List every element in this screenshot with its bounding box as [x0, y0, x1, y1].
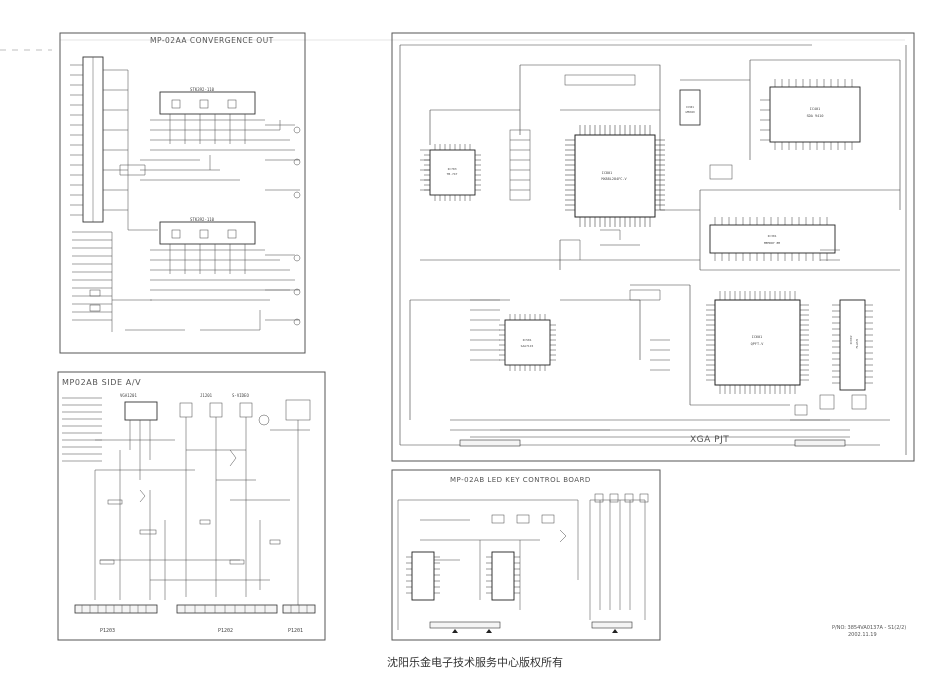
chip-ic501-part: SAA7115	[521, 344, 534, 348]
chip-ic602-part: FLASH	[855, 339, 859, 348]
side-av-sublabel-jack: J1201	[200, 393, 213, 398]
chip-ic401-part: SDA 9410	[807, 114, 824, 118]
chip-ic901-name: IC901	[686, 105, 694, 109]
copyright-footer: 沈阳乐金电子技术服务中心版权所有	[387, 656, 563, 669]
chip-ic703-name: IC703	[447, 167, 456, 171]
chip-ic301-name: IC301	[767, 234, 776, 238]
led-key-panel: MP-02AB LED KEY CONTROL BOARD	[391, 469, 661, 641]
part-number: P/NO: 3854VA0137A - S1(2/2)	[832, 625, 906, 631]
chip-ic801-name: IC801	[602, 171, 613, 175]
side-av-sublabel-svideo: S-VIDEO	[232, 393, 249, 398]
led-key-title: MP-02AB LED KEY CONTROL BOARD	[450, 476, 591, 484]
chip-ic703-part: TB-747	[447, 172, 458, 176]
chip-ic801-part: MX88L284FC-V	[601, 177, 627, 181]
side-av-panel: MP02AB SIDE A/V VGA1201 J1201 S-VIDEO	[57, 371, 326, 641]
chip-ic401-name: IC401	[810, 107, 821, 111]
convergence-panel: MP-02AA CONVERGENCE OUT STK392-110 STK39…	[59, 32, 306, 354]
vga-connector	[124, 401, 158, 421]
chip-ic901-part: GM5020	[685, 110, 695, 114]
chip-ic501-name: IC501	[522, 338, 531, 342]
chip-ic602-name: IC602	[849, 335, 853, 344]
convergence-ic-bottom-label: STK392-110	[190, 217, 215, 222]
revision-date: 2002.11.19	[848, 632, 877, 638]
connector-p1203-label: P1203	[100, 628, 115, 634]
main-board-title: XGA PJT	[690, 435, 729, 445]
chip-ic601-part: QPFT-V	[751, 342, 765, 346]
convergence-ic-top-label: STK392-110	[190, 87, 215, 92]
side-av-sublabel-vga: VGA1201	[120, 393, 137, 398]
side-av-title: MP02AB SIDE A/V	[62, 378, 141, 387]
connector-p1201-label: P1201	[288, 628, 303, 634]
convergence-title: MP-02AA CONVERGENCE OUT	[150, 36, 274, 45]
chip-ic601-name: IC601	[752, 335, 763, 339]
connector-p1202-label: P1202	[218, 628, 233, 634]
main-board-panel: IC801 MX88L284FC-V IC703 TB-747 IC401 SD…	[391, 32, 915, 462]
chip-ic301-part: MEMORY 8M	[764, 241, 780, 245]
